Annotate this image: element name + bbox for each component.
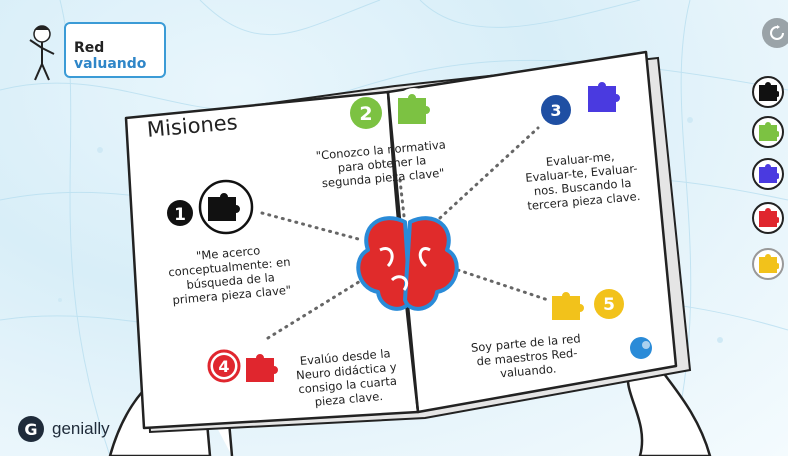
mission-1-number: 1 (174, 205, 186, 225)
red-puzzle-piece-icon (759, 208, 779, 227)
side-piece-black-button[interactable] (752, 76, 784, 108)
mascot-figure (29, 25, 55, 81)
green-puzzle-piece-icon (759, 122, 779, 141)
rotate-icon[interactable] (762, 18, 788, 48)
blue-puzzle-piece-icon (759, 164, 779, 183)
black-puzzle-piece-icon (208, 193, 240, 221)
mission-5-number: 5 (603, 295, 615, 315)
brain-icon (356, 216, 459, 311)
side-piece-blue-button[interactable] (752, 158, 784, 190)
mission-2-number: 2 (359, 103, 372, 125)
brand-logo[interactable]: Red valuando (64, 22, 166, 78)
black-puzzle-piece-icon (759, 82, 779, 101)
yellow-puzzle-piece-icon (552, 292, 584, 320)
blue-dot-icon (630, 337, 652, 359)
brand-logo-text: Red valuando (74, 40, 164, 72)
genially-logo-icon: G (18, 416, 44, 442)
mission-4-number: 4 (218, 357, 229, 376)
genially-badge[interactable]: G genially (18, 416, 110, 442)
brand-logo-text-a: Red (74, 40, 105, 56)
green-puzzle-piece-icon (398, 94, 430, 124)
blue-puzzle-piece-icon (588, 82, 620, 112)
mission-3-number: 3 (550, 101, 561, 120)
genially-name: genially (52, 419, 110, 438)
red-puzzle-piece-icon (246, 354, 278, 382)
mission-1-number-circle (167, 200, 193, 226)
yellow-puzzle-piece-icon (759, 254, 779, 273)
brand-logo-text-b: valuando (74, 56, 147, 72)
side-piece-green-button[interactable] (752, 116, 784, 148)
side-piece-red-button[interactable] (752, 202, 784, 234)
side-piece-yellow-button[interactable] (752, 248, 784, 280)
